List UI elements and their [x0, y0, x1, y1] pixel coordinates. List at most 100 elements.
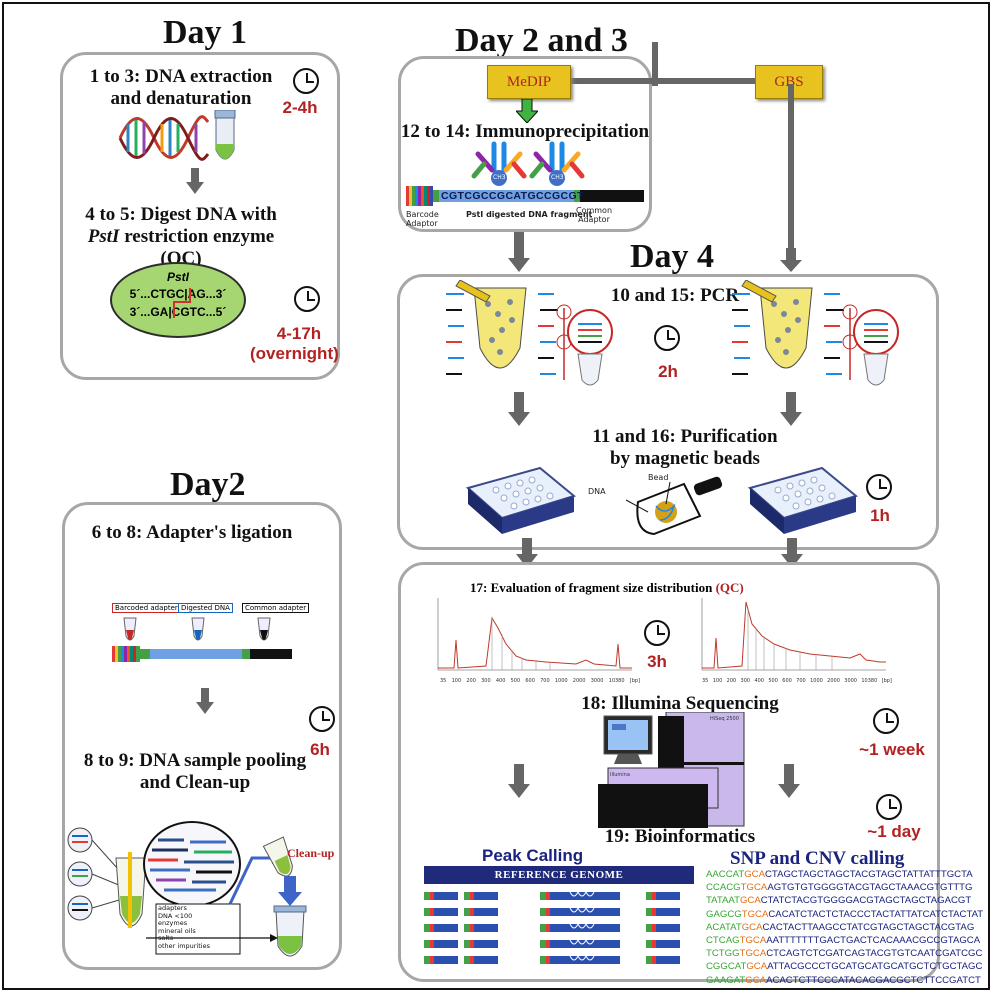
sequence-site: GCA: [745, 974, 767, 986]
sequence-read: CTCAGTCTCGATCAGTACGTGTCAATCGATCGC: [766, 948, 983, 960]
magnetic-bead-illustration: [625, 476, 723, 536]
sequence-line: CGGCATGCAATTACGCCCTGCATGCATGCATGCTCTGCTA…: [706, 960, 982, 973]
step17-time: 3h: [647, 652, 667, 671]
day2-time: 6h: [310, 740, 330, 759]
sequence-read: CTAGCTAGCTAGCTACGTAGCTATTATTTGCTA: [765, 869, 973, 880]
day1-step-extraction: 1 to 3: DNA extraction and denaturation: [89, 66, 273, 109]
connector-line: [788, 84, 794, 250]
pcr-tube-illustration: [732, 280, 899, 386]
day1-step-digest: 4 to 5: Digest DNA with PstI restriction…: [85, 204, 277, 269]
sequence-read: ATTACGCCCTGCATGCATGCATGCTCTGCTAGC: [767, 961, 983, 973]
step18-time: ~1 week: [859, 740, 925, 759]
sequence-read: CACATCTACTCTACCCTACTATTATCATCTACTAT: [768, 908, 984, 920]
sequence-line: AACCATGCACTAGCTAGCTAGCTACGTAGCTATTATTTGC…: [706, 868, 973, 881]
day4-title: Day 4: [630, 238, 715, 275]
reference-genome-bar: REFERENCE GENOME: [424, 866, 694, 884]
pstI-label: PstI: [166, 270, 189, 284]
sequencer-illustration: [598, 712, 745, 828]
day1-time-2-note: (overnight): [250, 344, 339, 363]
well-plate-icon: [466, 466, 576, 534]
barcoded-adapter-label: Barcoded adapter: [112, 603, 181, 613]
connector-line: [570, 78, 756, 84]
dna-helix-illustration: [118, 115, 210, 161]
sequence-prefix: CCACG: [706, 882, 741, 894]
arrow-down: [778, 764, 800, 798]
arrow-down: [508, 232, 530, 272]
sequence-line: TCTGGTGCACTCAGTCTCGATCAGTACGTGTCAATCGATC…: [706, 947, 982, 960]
peak-calling-title: Peak Calling: [482, 846, 584, 865]
arrow-down: [781, 538, 803, 568]
dna-label: DNA: [588, 487, 606, 496]
fragment-label: PstI digested DNA fragment: [466, 210, 593, 219]
day1-time-2: 4-17h: [276, 324, 322, 343]
immunoprecipitation-diagram: [406, 141, 644, 206]
sequence-prefix: GAGCG: [706, 908, 742, 920]
sequence-site: TGCA: [741, 908, 769, 920]
day4-purif-time: 1h: [870, 506, 890, 525]
sequence-site: TGCA: [740, 882, 768, 894]
pstI-seq-bottom: 3´...GA|CGTC...5´: [129, 305, 227, 319]
day4-pcr-time: 2h: [658, 362, 678, 381]
day4-step-pcr: 10 and 15: PCR: [610, 285, 740, 306]
cleanup-label: Clean-up: [287, 846, 335, 860]
clock-icon: [309, 706, 335, 732]
well-plate-icon: [748, 466, 858, 534]
electropherogram-right: [701, 598, 886, 671]
sequence-line: GAAGATGCAACACTCTTCCCATACACGACGCTCTTCCGAT…: [706, 974, 981, 987]
fragment-sequence: CGTCGCCGCATGCCGCGT: [441, 190, 584, 202]
clock-icon: [293, 68, 319, 94]
methyl-group: CH3: [551, 174, 564, 181]
snp-cnv-title: SNP and CNV calling: [730, 848, 905, 869]
digested-dna-label: Digested DNA: [178, 603, 233, 613]
peak-calling-reads: [424, 890, 680, 964]
tube-icon: [214, 110, 236, 160]
day4-step-purification: 11 and 16: Purification by magnetic bead…: [592, 426, 778, 469]
day2-step-pooling: 8 to 9: DNA sample pooling and Clean-up: [83, 750, 307, 793]
snp-sequence-block: AACCATGCACTAGCTAGCTAGCTACGTAGCTATTATTTGC…: [706, 868, 983, 987]
clock-icon: [294, 286, 320, 312]
sequence-site: GCA: [741, 921, 763, 933]
arrow-down: [780, 392, 802, 426]
clock-icon: [873, 708, 899, 734]
adapter-tubes: [123, 617, 271, 641]
sequence-read: CACTACTTAAGCCTATCGTAGCTAGCTACGTAG: [762, 921, 975, 933]
sequencer-model: HiSeq 2500: [710, 716, 739, 722]
pstI-seq-top: 5´...CTGC|AG...3´: [129, 287, 227, 301]
sequence-read: AGTGTGTGGGGTACGTAGCTAAACGTGTTTG: [767, 882, 973, 894]
electropherogram-left: [437, 598, 632, 671]
arrow-down: [780, 248, 802, 272]
arrow-down: [508, 392, 530, 426]
day23-step-immuno: 12 to 14: Immunoprecipitation: [400, 121, 650, 142]
sequence-site: TGCA: [739, 948, 767, 960]
green-arrow-down: [516, 99, 538, 123]
sequence-read: ACACTCTTCCCATACACGACGCTCTTCCGATCT: [766, 974, 981, 986]
clock-icon: [876, 794, 902, 820]
sequence-prefix: TCTGG: [706, 948, 740, 960]
arrow-down: [186, 168, 204, 194]
day23-title: Day 2 and 3: [455, 22, 628, 59]
step18-title: 18: Illumina Sequencing: [581, 693, 779, 714]
step17-title: 17: Evaluation of fragment size distribu…: [470, 580, 744, 595]
arrow-down: [516, 538, 538, 568]
sequence-prefix: CTCAG: [706, 935, 740, 947]
sequence-prefix: ACATAT: [706, 921, 742, 933]
bead-label: Bead: [648, 473, 669, 482]
day2-title: Day2: [170, 466, 246, 503]
sequence-site: GCA: [739, 895, 761, 907]
sequence-prefix: GAAGAT: [706, 974, 746, 986]
cut-site-mark: [173, 288, 191, 318]
step19-title: 19: Bioinformatics: [604, 826, 756, 847]
sequence-site: GCA: [744, 869, 765, 880]
sequence-site: GCA: [746, 961, 768, 973]
methyl-group: CH3: [493, 174, 506, 181]
day1-title: Day 1: [163, 14, 248, 51]
sequence-read: AATTTTTTTGACTGACTCACAAACGCCGTAGCA: [766, 935, 981, 947]
sequence-prefix: AACCAT: [706, 869, 745, 880]
pooling-illustration: [67, 821, 307, 957]
connector-line: [652, 42, 658, 86]
arrow-down: [508, 764, 530, 798]
day1-time-1: 2-4h: [282, 98, 318, 117]
